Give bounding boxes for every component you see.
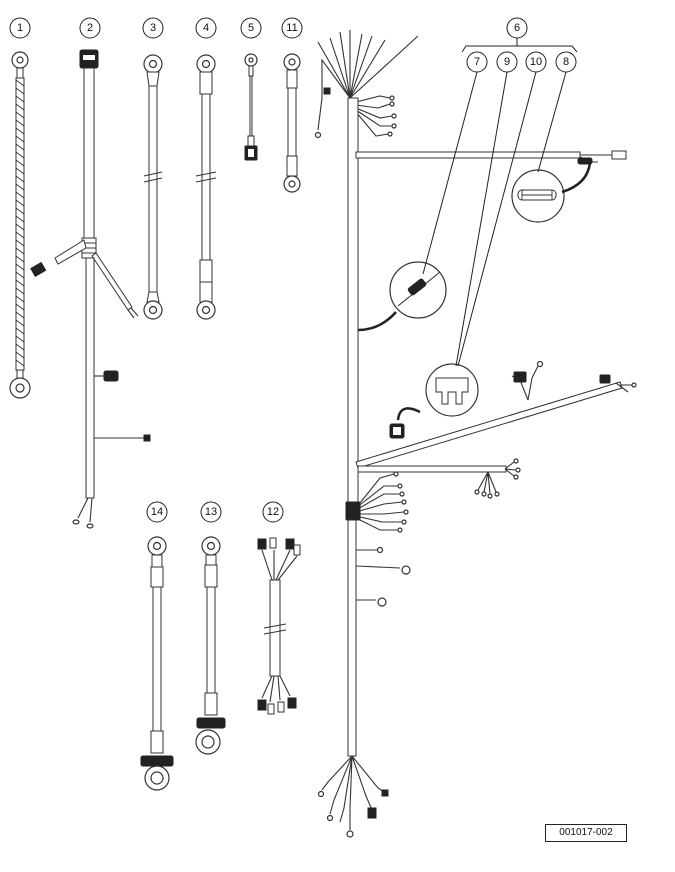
callout-9: 9 [496,51,518,73]
part-13-battery-cable [195,536,226,755]
part-14-battery-cable [140,536,174,791]
part-5-lead [244,53,258,161]
callout-10: 10 [525,51,547,73]
svg-text:10: 10 [530,56,542,68]
callout-6: 6 [506,17,528,39]
callout-6-bracket [461,38,578,53]
svg-text:4: 4 [203,22,209,34]
part-11-cable [283,53,301,193]
callout-13: 13 [200,501,222,523]
part-1-braided-strap [9,51,31,399]
part-4-cable [195,54,217,320]
part-12-harness [257,537,301,715]
figure-id-label: 001017-002 [545,824,627,842]
main-harness [314,30,637,838]
part-3-cable [143,54,163,320]
callout-14: 14 [146,501,168,523]
leader-8 [537,71,567,173]
svg-text:11: 11 [286,22,297,34]
svg-text:8: 8 [563,56,569,68]
svg-text:2: 2 [87,22,93,34]
callout-12: 12 [262,501,284,523]
part-2-harness [30,49,151,529]
svg-text:13: 13 [205,506,217,518]
callout-11: 11 [281,17,303,39]
callout-2: 2 [79,17,101,39]
leader-7 [422,71,478,275]
leader-9 [455,71,508,367]
svg-text:3: 3 [150,22,156,34]
svg-text:6: 6 [514,22,520,34]
callout-7: 7 [466,51,488,73]
callout-3: 3 [142,17,164,39]
svg-text:5: 5 [248,22,254,34]
leader-10 [457,71,537,367]
svg-text:14: 14 [151,506,163,518]
svg-text:7: 7 [474,56,480,68]
callout-5: 5 [240,17,262,39]
svg-text:9: 9 [504,56,510,68]
callout-4: 4 [195,17,217,39]
callout-1: 1 [9,17,31,39]
svg-text:12: 12 [267,506,279,518]
svg-text:1: 1 [17,22,23,34]
callout-8: 8 [555,51,577,73]
